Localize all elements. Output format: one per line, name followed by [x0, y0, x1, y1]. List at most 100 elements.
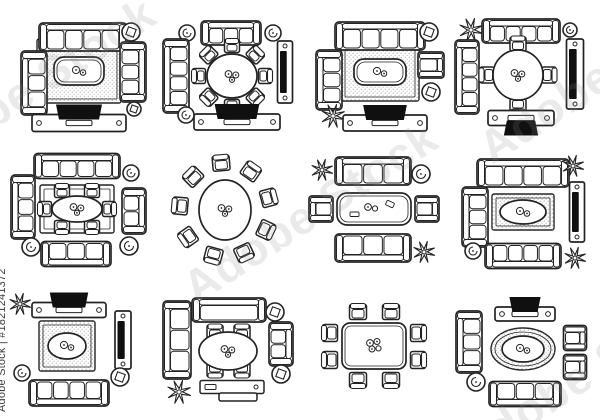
sofa-icon [334, 156, 412, 186]
lamp-icon [464, 242, 482, 260]
armchair-icon [562, 324, 588, 352]
plant-icon [321, 103, 346, 128]
chair-icon [181, 165, 205, 189]
chair-icon [245, 44, 266, 65]
sofa-icon [334, 233, 412, 263]
sofa-icon [121, 187, 147, 235]
plant-icon [562, 154, 585, 177]
plan-dining-round-table-8-chairs-sofas [162, 20, 294, 131]
plant-icon [311, 158, 334, 181]
sofa-icon [20, 50, 48, 116]
armchair-icon [308, 195, 334, 223]
plan-lounge-oval-table-chairs-four-sofas [10, 152, 147, 268]
lamp-icon [419, 22, 439, 42]
sofa-icon [484, 242, 562, 270]
sofa-icon [461, 186, 489, 248]
chair-icon [381, 302, 401, 321]
table-round-icon [198, 179, 252, 241]
lamp-icon [264, 24, 282, 42]
lamp-icon [119, 236, 139, 256]
plan-tv-lounge-square-rug-sideboard [9, 292, 132, 407]
plant-icon [564, 246, 587, 269]
plant-icon [459, 17, 484, 42]
chair-icon [409, 323, 428, 343]
plan-rect-dining-table-8-chairs [320, 302, 428, 390]
lamp-icon [126, 101, 142, 117]
chair-icon [198, 44, 219, 65]
sofa-icon [488, 380, 562, 408]
chair-icon [258, 187, 279, 209]
sofa-icon [334, 21, 426, 51]
sofa-icon [476, 158, 570, 188]
plan-living-room-corner-sofa-tv [20, 22, 147, 133]
sofa-icon [455, 310, 483, 374]
chair-icon [348, 371, 368, 390]
sofa-icon [268, 321, 294, 367]
chair-icon [177, 225, 200, 249]
plant-icon [167, 379, 192, 404]
sofa-icon [40, 240, 112, 268]
plan-tv-lounge-oval-rug-two-armchairs [455, 297, 588, 408]
chair-icon [202, 245, 224, 266]
tv-console-icon [342, 105, 428, 132]
tv-console-icon [487, 109, 555, 136]
table-round-icon [47, 332, 87, 360]
chair-icon [223, 37, 241, 54]
box-icon [218, 392, 258, 402]
plant-icon [413, 240, 436, 263]
table-round-icon [492, 49, 544, 101]
table-round-icon [499, 199, 547, 225]
sofa-icon [28, 379, 110, 407]
chair-icon [257, 67, 274, 85]
lamp-icon [122, 164, 140, 182]
armchair-icon [414, 195, 440, 223]
armchair-icon [417, 51, 445, 79]
plan-corner-sofa-lounge-oval-coffee-table [461, 154, 587, 270]
lamp-icon [466, 372, 486, 392]
coffee-table-icon [353, 58, 407, 86]
sofa-icon [33, 152, 121, 180]
coffee-table-icon [53, 56, 105, 86]
sofa-icon [315, 49, 343, 111]
chair-icon [53, 182, 71, 199]
chair-icon [101, 200, 118, 218]
chair-icon [83, 219, 101, 236]
sideboard-icon [568, 181, 586, 243]
table-rect-icon [341, 322, 407, 370]
table-round-icon [51, 195, 103, 223]
chair-icon [478, 66, 495, 84]
lamp-icon [13, 364, 31, 382]
sofa-icon [191, 297, 267, 323]
lamp-icon [110, 367, 130, 387]
tv-console-icon [494, 297, 556, 322]
lamp-icon [265, 302, 285, 322]
chair-icon [381, 371, 401, 390]
plan-conversation-set-sofas-armchairs [308, 156, 440, 263]
lamp-icon [421, 82, 441, 102]
chair-icon [170, 196, 189, 216]
lamp-icon [271, 364, 291, 384]
coffee-table-icon [336, 192, 412, 226]
chair-icon [83, 182, 101, 199]
sofa-icon [162, 300, 192, 380]
sofa-icon [38, 22, 128, 52]
chair-icon [320, 350, 339, 370]
chair-icon [211, 153, 231, 172]
chair-icon [409, 350, 428, 370]
plan-corner-sofa-oval-dining-table [162, 297, 294, 404]
lamp-icon [562, 22, 578, 38]
table-round-icon [206, 53, 258, 99]
chair-icon [190, 67, 207, 85]
lamp-icon [121, 22, 141, 42]
table-round-icon [501, 335, 545, 363]
lamp-icon [411, 164, 431, 184]
chair-icon [53, 219, 71, 236]
sofa-icon [10, 174, 36, 240]
chair-icon [348, 302, 368, 321]
armchair-icon [562, 353, 588, 381]
lamp-icon [177, 106, 195, 124]
sofa-icon [200, 20, 262, 46]
sofa-icon [119, 41, 147, 103]
chair-icon [239, 160, 263, 183]
tv-console-icon [31, 292, 107, 319]
